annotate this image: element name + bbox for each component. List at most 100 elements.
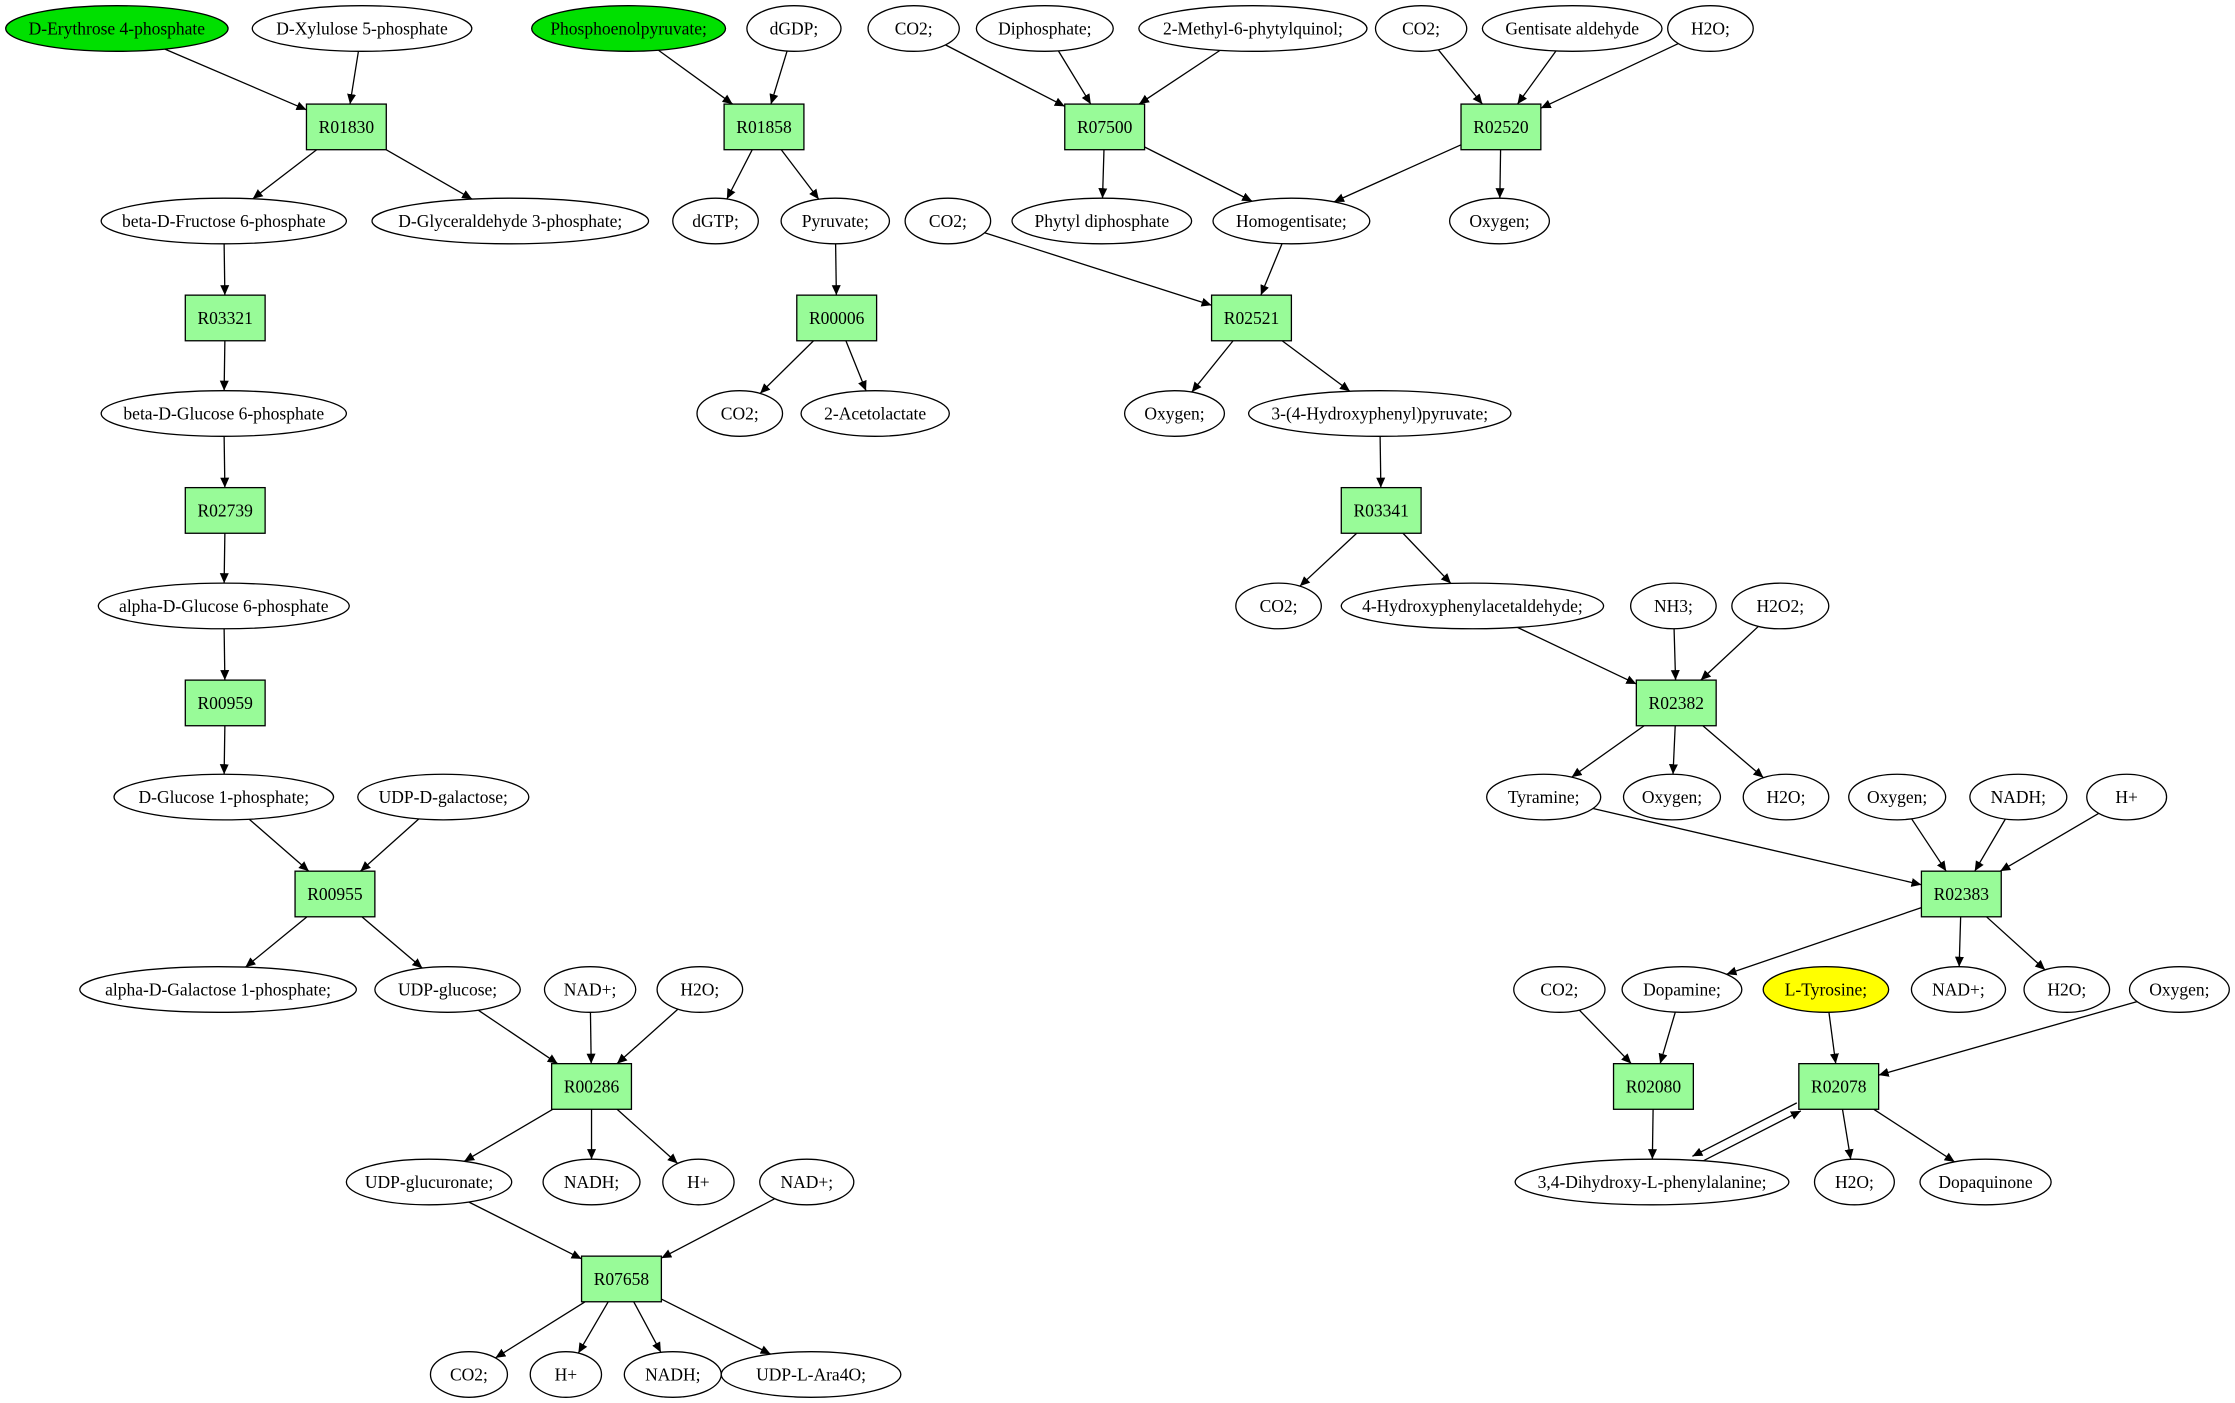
compound-label: D-Xylulose 5-phosphate: [276, 19, 448, 39]
compound-ellipse: [5, 5, 229, 52]
compound-node-nad_b: NAD+;: [1910, 966, 2007, 1013]
reaction-node-R00286: R00286: [550, 1063, 633, 1110]
reaction-box: [1635, 679, 1717, 727]
compound-node-oxy_a: Oxygen;: [1448, 197, 1551, 245]
edge-R02078-to-ldopa: [1692, 1102, 1798, 1157]
reaction-node-R02739: R02739: [184, 486, 266, 534]
compound-label: NAD+;: [780, 1172, 833, 1192]
compound-node-hplus_c: H+: [529, 1351, 603, 1398]
compound-node-co2_d: CO2;: [696, 390, 784, 437]
compound-ellipse: [79, 966, 357, 1013]
edge-R02520-to-homog: [1333, 144, 1462, 203]
compound-ellipse: [100, 390, 348, 437]
reaction-label: R00006: [809, 308, 865, 328]
reaction-label: R07658: [594, 1269, 650, 1289]
compound-node-pyr: Pyruvate;: [780, 197, 891, 245]
compound-ellipse: [662, 1158, 735, 1206]
compound-ellipse: [1340, 582, 1605, 630]
compound-ellipse: [1138, 5, 1368, 52]
compound-node-oxy_e: Oxygen;: [2128, 966, 2230, 1013]
compound-node-h2o_a: H2O;: [1667, 5, 1754, 52]
compound-label: 2-Methyl-6-phytylquinol;: [1163, 19, 1343, 39]
edge-R02078-to-h2o_e: [1841, 1109, 1854, 1160]
compound-label: Phytyl diphosphate: [1034, 211, 1169, 231]
compound-node-hpa: 4-Hydroxyphenylacetaldehyde;: [1340, 582, 1605, 630]
compound-node-co2_f: CO2;: [1513, 966, 1606, 1013]
reaction-box: [1064, 103, 1146, 151]
edge-R01858-to-pyr: [780, 149, 820, 200]
compound-node-nadh_b: NADH;: [542, 1158, 641, 1206]
edge-R02080-to-ldopa: [1648, 1109, 1658, 1160]
compound-ellipse: [1667, 5, 1754, 52]
edge-R07658-to-udpara: [661, 1298, 771, 1355]
edge-dopa-to-R02080: [1658, 1012, 1676, 1064]
compound-node-h2o_d: H2O;: [2023, 966, 2111, 1013]
edge-R01858-to-dgtp: [726, 149, 753, 200]
compound-ellipse: [1621, 966, 1743, 1013]
reaction-node-R02383: R02383: [1920, 870, 2002, 918]
compound-node-nad_a: NAD+;: [543, 966, 637, 1013]
compound-ellipse: [720, 1351, 902, 1398]
compound-ellipse: [1123, 390, 1226, 437]
edge-R02383-to-dopa: [1726, 907, 1922, 976]
compound-node-h2o_c: H2O;: [656, 966, 744, 1013]
compound-label: Diphosphate;: [998, 19, 1091, 39]
compound-node-ltyr: L-Tyrosine;: [1762, 966, 1890, 1013]
compound-node-h2o_b: H2O;: [1742, 773, 1830, 821]
edge-R03341-to-hpa: [1402, 532, 1452, 584]
compound-ellipse: [1848, 773, 1947, 821]
compound-label: alpha-D-Glucose 6-phosphate: [119, 596, 329, 616]
edge-udpglc-to-R00286: [477, 1009, 559, 1065]
compound-ellipse: [780, 197, 891, 245]
compound-node-tyram: Tyramine;: [1486, 773, 1602, 821]
compound-node-co2_g: CO2;: [429, 1351, 509, 1398]
reaction-node-R01858: R01858: [723, 103, 805, 151]
edge-bg6p-to-R02739: [220, 436, 230, 488]
edge-R00286-to-udpglcur: [463, 1108, 554, 1162]
compound-label: 3,4-Dihydroxy-L-phenylalanine;: [1538, 1172, 1767, 1192]
compound-label: H2O2;: [1756, 596, 1804, 616]
compound-ellipse: [1969, 773, 2068, 821]
edge-homog-to-R02521: [1260, 243, 1283, 296]
compound-node-acetol: 2-Acetolactate: [800, 390, 950, 437]
compound-label: NAD+;: [1932, 980, 1985, 1000]
compound-ellipse: [656, 966, 744, 1013]
edge-nadh_a-to-R02383: [1974, 818, 2006, 872]
edge-R02078-to-dopaq: [1873, 1108, 1955, 1163]
compound-label: H2O;: [2047, 980, 2086, 1000]
edge-co2_b-to-R02520: [1437, 49, 1483, 105]
compound-ellipse: [251, 5, 473, 52]
compound-ellipse: [1235, 582, 1322, 630]
compound-node-nadh_c: NADH;: [623, 1351, 722, 1398]
reaction-box: [1920, 870, 2002, 918]
reaction-box: [796, 294, 878, 342]
reaction-box: [1612, 1063, 1695, 1110]
compound-label: Pyruvate;: [802, 211, 869, 231]
edge-h2o_c-to-R00286: [616, 1008, 679, 1065]
edge-R00955-to-agal1p: [245, 916, 308, 968]
compound-label: D-Glyceraldehyde 3-phosphate;: [398, 211, 622, 231]
reaction-label: R03341: [1353, 500, 1408, 520]
compound-ellipse: [1247, 390, 1512, 437]
edge-dipho-to-R07500: [1057, 50, 1092, 105]
compound-ellipse: [1374, 5, 1468, 52]
edge-oxy_e-to-R02078: [1878, 1000, 2138, 1077]
edge-ldopa-to-R02078: [1696, 1110, 1802, 1165]
compound-node-co2_e: CO2;: [1235, 582, 1322, 630]
edge-gentald-to-R02520: [1516, 50, 1557, 105]
compound-ellipse: [867, 5, 960, 52]
compound-ellipse: [1731, 582, 1830, 630]
compound-label: Gentisate aldehyde: [1505, 19, 1639, 39]
edge-ltyr-to-R02078: [1828, 1012, 1839, 1064]
reaction-label: R02078: [1811, 1076, 1867, 1096]
compound-node-dipho: Diphosphate;: [975, 5, 1114, 52]
compound-ellipse: [1481, 5, 1663, 52]
compound-ellipse: [1919, 1158, 2052, 1206]
compound-ellipse: [357, 773, 530, 821]
edge-R00286-to-hplus_b: [616, 1108, 679, 1164]
reaction-label: R00959: [197, 693, 253, 713]
compound-node-hplus_b: H+: [662, 1158, 735, 1206]
compound-ellipse: [1622, 773, 1722, 821]
compound-label: CO2;: [450, 1364, 488, 1384]
